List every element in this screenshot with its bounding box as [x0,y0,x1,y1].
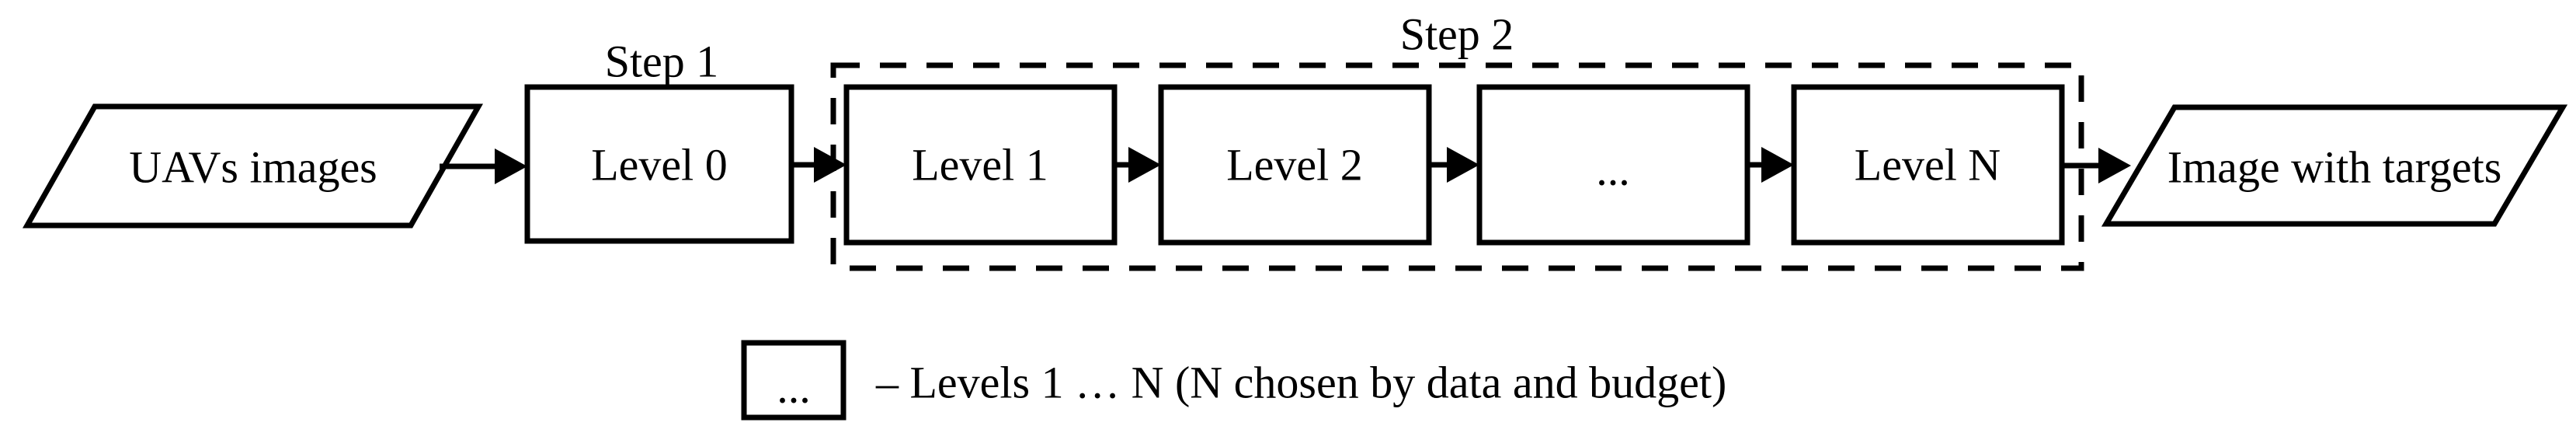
dots-box [1476,84,1750,246]
legend-symbol-label: ... [777,362,811,413]
step2-label: Step 2 [1400,9,1514,60]
level2-label: Level 2 [1226,140,1363,190]
arrow-head-icon [814,147,846,183]
arrow-head-icon [495,148,527,184]
level2-box [1158,84,1432,246]
arrow-level1-level2 [1114,147,1161,183]
arrow-level0-level1 [791,147,846,183]
arrow-levelN-output [2062,148,2131,183]
arrow-head-icon [1128,147,1161,183]
legend-symbol-box [741,340,846,421]
dots-label: ... [1596,145,1630,195]
level1-box [843,84,1118,246]
arrow-head-icon [2098,148,2131,183]
level0-label: Level 0 [591,140,728,190]
arrow-level2-dots [1429,147,1479,183]
legend-text: – Levels 1 … N (N chosen by data and bud… [875,358,1726,408]
input-label: UAVs images [129,142,377,193]
legend: ... – Levels 1 … N (N chosen by data and… [741,340,1726,421]
input-parallelogram [22,103,484,229]
levelN-label: Level N [1855,140,2001,190]
output-parallelogram [2101,104,2568,227]
arrow-dots-levelN [1747,147,1794,183]
step1-label: Step 1 [605,37,719,87]
arrow-head-icon [1761,147,1794,183]
arrow-input-level0 [440,148,527,184]
output-label: Image with targets [2168,142,2502,193]
arrow-head-icon [1447,147,1479,183]
level0-box [524,84,794,244]
level1-label: Level 1 [912,140,1048,190]
